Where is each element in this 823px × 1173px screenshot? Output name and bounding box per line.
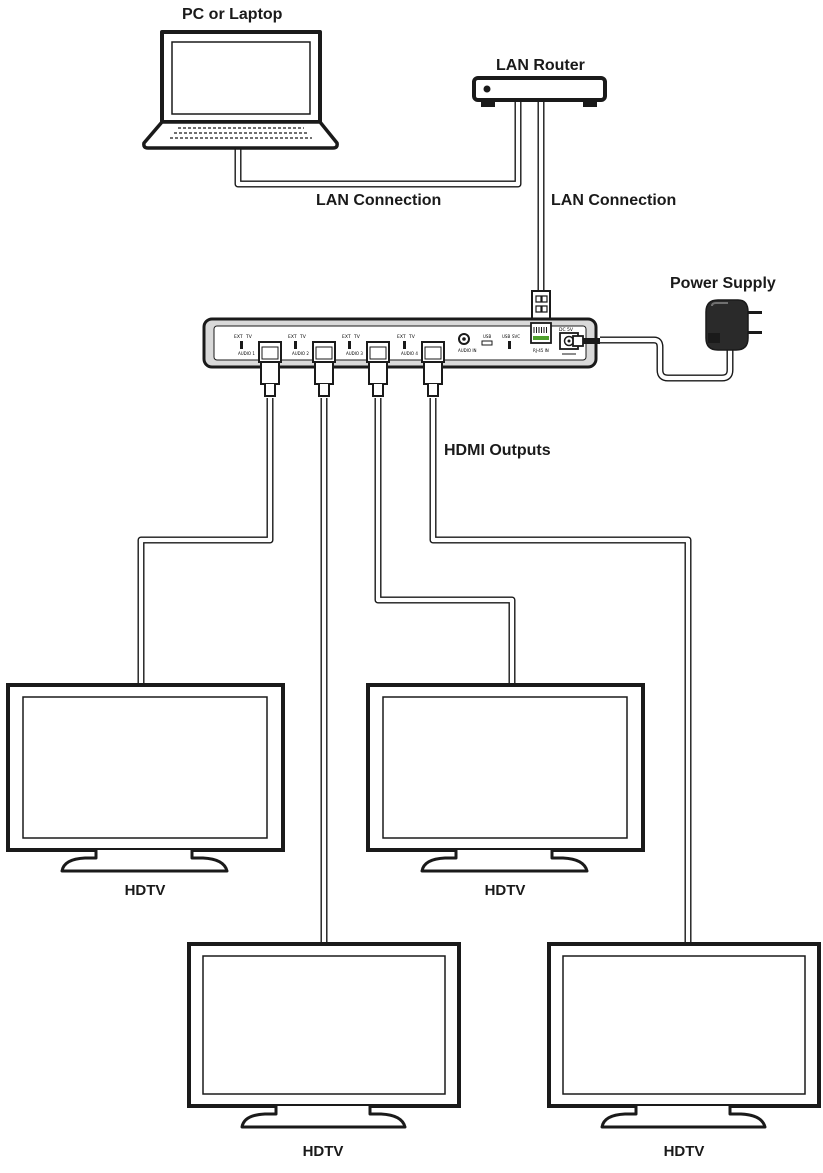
- switch-ext-label: EXT: [397, 334, 406, 340]
- audio-in-jack: AUDIO IN: [458, 333, 477, 353]
- audio-port-label: AUDIO 4: [401, 351, 418, 356]
- hdtv-icon: [366, 683, 645, 873]
- audio-in-label: AUDIO IN: [458, 348, 477, 353]
- switch-ext-label: EXT: [234, 334, 243, 340]
- hdmi-connector-icon: [312, 341, 336, 397]
- switch-tv-label: TV: [353, 334, 361, 340]
- audio-switch-2: EXT TV AUDIO 2: [288, 334, 309, 356]
- audio-port-label: AUDIO 2: [292, 351, 309, 356]
- dc-label: DC 5V: [559, 327, 574, 333]
- laptop-icon: [142, 30, 339, 150]
- pc-label: PC or Laptop: [182, 6, 283, 23]
- cables: [137, 100, 734, 944]
- lan-connection-label-right: LAN Connection: [551, 192, 677, 209]
- usb-port: USB: [481, 334, 493, 346]
- lan-connection-label-left: LAN Connection: [316, 192, 442, 209]
- audio-switch-3: EXT TV AUDIO 3: [342, 334, 363, 356]
- switch-ext-label: EXT: [342, 334, 351, 340]
- hdmi-connector-icon: [258, 341, 282, 397]
- audio-port-label: AUDIO 3: [346, 351, 363, 356]
- router-icon: [472, 76, 607, 107]
- hdtv-icon: [6, 683, 285, 873]
- audio-switch-4: EXT TV AUDIO 4: [397, 334, 418, 356]
- dc-plug-icon: [572, 335, 600, 347]
- hdmi-connector-icon: [421, 341, 445, 397]
- usb-label: USB: [483, 334, 491, 339]
- usb-switch-label: USB: [502, 334, 510, 339]
- hdmi-connector-icon: [366, 341, 390, 397]
- rj45-port: RJ-45 IN: [530, 322, 552, 353]
- hdmi-outputs-label: HDMI Outputs: [444, 442, 551, 459]
- usb-svc-switch: USB SVC: [502, 334, 520, 349]
- hdtv-label: HDTV: [124, 882, 166, 899]
- hdmi-switch-device: EXT TV AUDIO 1 EXT TV AUDIO 2 EXT TV AUD…: [202, 317, 600, 369]
- hdtv-icon: [547, 942, 821, 1129]
- audio-switch-1: EXT TV AUDIO 1: [234, 334, 255, 356]
- switch-tv-label: TV: [299, 334, 307, 340]
- svc-switch-label: SVC: [512, 334, 520, 339]
- hdtv-label: HDTV: [302, 1143, 344, 1160]
- switch-ext-label: EXT: [288, 334, 297, 340]
- router-label: LAN Router: [496, 57, 585, 74]
- rj45-connector-icon: [531, 290, 551, 324]
- hdtv-icon: [187, 942, 461, 1129]
- rj45-label: RJ-45 IN: [533, 348, 549, 353]
- hdtv-label: HDTV: [663, 1143, 705, 1160]
- switch-tv-label: TV: [408, 334, 416, 340]
- power-adapter-icon: [705, 299, 762, 351]
- power-supply-label: Power Supply: [670, 275, 776, 292]
- audio-port-label: AUDIO 1: [238, 351, 255, 356]
- switch-tv-label: TV: [245, 334, 253, 340]
- hdtv-label: HDTV: [484, 882, 526, 899]
- hdmi-connectors: [258, 341, 445, 397]
